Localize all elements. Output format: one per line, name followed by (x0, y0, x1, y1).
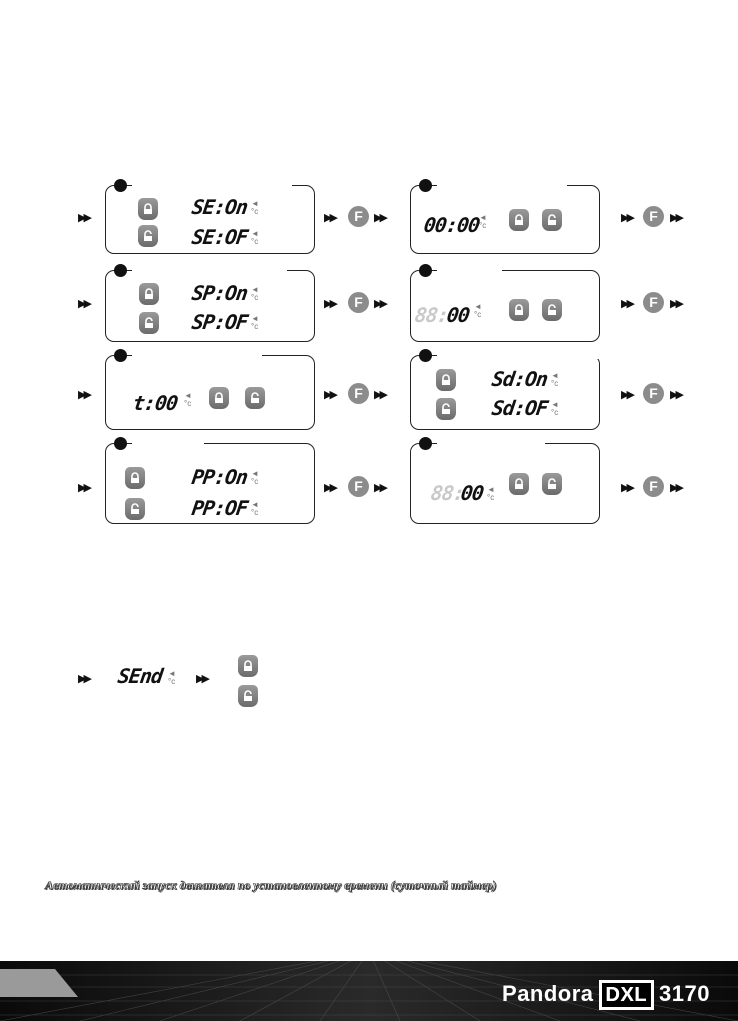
clock-display: t:00 (131, 391, 179, 415)
clock-display: 00 (459, 481, 485, 505)
arrow-to-f: ▶▶ (621, 482, 635, 494)
f-button[interactable]: F (348, 206, 369, 227)
arrow-in-row3-left: ▶▶ (78, 389, 92, 401)
lock-open-icon (245, 387, 265, 409)
panel-sd-on-off: Sd:On Sd:OF ◄°c ◄°c (410, 349, 600, 430)
arrow-from-f: ▶▶ (374, 212, 388, 224)
celsius-icon: ◄°c (184, 391, 192, 408)
celsius-icon: ◄°c (479, 213, 487, 230)
f-button[interactable]: F (348, 476, 369, 497)
lock-open-icon (542, 299, 562, 321)
clock-display: 00:00 (422, 213, 481, 237)
celsius-icon: ◄°c (168, 669, 176, 686)
step-marker (114, 349, 127, 362)
step-marker (419, 437, 432, 450)
panel-clock-hours: 88: 00 ◄°c (410, 264, 600, 342)
celsius-icon: ◄°c (251, 314, 259, 331)
panel-clock-minutes: 88: 00 ◄°c (410, 437, 600, 524)
brand-model: DXL (598, 980, 655, 1010)
arrow-from-f: ▶▶ (374, 482, 388, 494)
lock-closed-icon (209, 387, 229, 409)
arrow-to-send: ▶▶ (78, 673, 92, 685)
lock-closed-icon (509, 209, 529, 231)
display-off-text: SP:OF (190, 310, 249, 334)
arrow-from-f: ▶▶ (670, 212, 684, 224)
lock-open-icon (138, 225, 158, 247)
display-on-text: PP:On (190, 465, 249, 489)
celsius-icon: ◄°c (251, 469, 259, 486)
panel-t-timer: t:00 ◄°c (105, 349, 315, 430)
lock-open-icon[interactable] (238, 685, 258, 707)
step-marker (114, 264, 127, 277)
panel-clock-time: 00:00 ◄°c (410, 179, 600, 254)
arrow-to-f: ▶▶ (621, 298, 635, 310)
celsius-icon: ◄°c (251, 285, 259, 302)
arrow-from-f: ▶▶ (670, 298, 684, 310)
arrow-to-f: ▶▶ (621, 389, 635, 401)
arrow-to-f: ▶▶ (324, 482, 338, 494)
send-display: SEnd (116, 664, 164, 688)
step-marker (419, 264, 432, 277)
lock-open-icon (542, 473, 562, 495)
lock-closed-icon (509, 299, 529, 321)
page-caption: Автоматический запуск двигателя по устан… (45, 878, 497, 893)
arrow-in-row2-left: ▶▶ (78, 298, 92, 310)
celsius-icon: ◄°c (474, 302, 482, 319)
display-on-text: SP:On (190, 281, 249, 305)
lock-closed-icon (138, 198, 158, 220)
lock-closed-icon (125, 467, 145, 489)
display-on-text: Sd:On (490, 367, 549, 391)
panel-sp-on-off: SP:On SP:OF ◄°c ◄°c (105, 264, 315, 342)
lock-open-icon (139, 312, 159, 334)
arrow-from-f: ▶▶ (670, 482, 684, 494)
arrow-from-f: ▶▶ (374, 298, 388, 310)
f-button[interactable]: F (643, 292, 664, 313)
arrow-in-row1-left: ▶▶ (78, 212, 92, 224)
f-button[interactable]: F (643, 476, 664, 497)
arrow-to-f: ▶▶ (621, 212, 635, 224)
step-marker (419, 349, 432, 362)
arrow-from-send: ▶▶ (196, 673, 210, 685)
celsius-icon: ◄°c (251, 199, 259, 216)
display-off-text: Sd:OF (490, 396, 549, 420)
f-button[interactable]: F (643, 383, 664, 404)
brand-name: Pandora (502, 981, 594, 1006)
celsius-icon: ◄°c (551, 400, 559, 417)
celsius-icon: ◄°c (487, 485, 495, 502)
step-marker (114, 437, 127, 450)
clock-display: 00 (445, 303, 471, 327)
arrow-from-f: ▶▶ (374, 389, 388, 401)
lock-closed-icon (436, 369, 456, 391)
lock-closed-icon (139, 283, 159, 305)
lock-open-icon (436, 398, 456, 420)
display-off-text: PP:OF (190, 496, 249, 520)
f-button[interactable]: F (643, 206, 664, 227)
arrow-to-f: ▶▶ (324, 212, 338, 224)
step-marker (419, 179, 432, 192)
lock-closed-icon (509, 473, 529, 495)
arrow-to-f: ▶▶ (324, 389, 338, 401)
arrow-from-f: ▶▶ (670, 389, 684, 401)
panel-se-on-off: SE:On SE:OF ◄°c ◄°c (105, 179, 315, 254)
lock-open-icon (125, 498, 145, 520)
arrow-to-f: ▶▶ (324, 298, 338, 310)
lock-closed-icon[interactable] (238, 655, 258, 677)
display-on-text: SE:On (190, 195, 249, 219)
lock-open-icon (542, 209, 562, 231)
celsius-icon: ◄°c (251, 229, 259, 246)
display-off-text: SE:OF (190, 225, 249, 249)
f-button[interactable]: F (348, 383, 369, 404)
celsius-icon: ◄°c (251, 500, 259, 517)
arrow-in-row4-left: ▶▶ (78, 482, 92, 494)
celsius-icon: ◄°c (551, 371, 559, 388)
brand-number: 3170 (659, 981, 710, 1006)
panel-pp-on-off: PP:On PP:OF ◄°c ◄°c (105, 437, 315, 524)
f-button[interactable]: F (348, 292, 369, 313)
step-marker (114, 179, 127, 192)
